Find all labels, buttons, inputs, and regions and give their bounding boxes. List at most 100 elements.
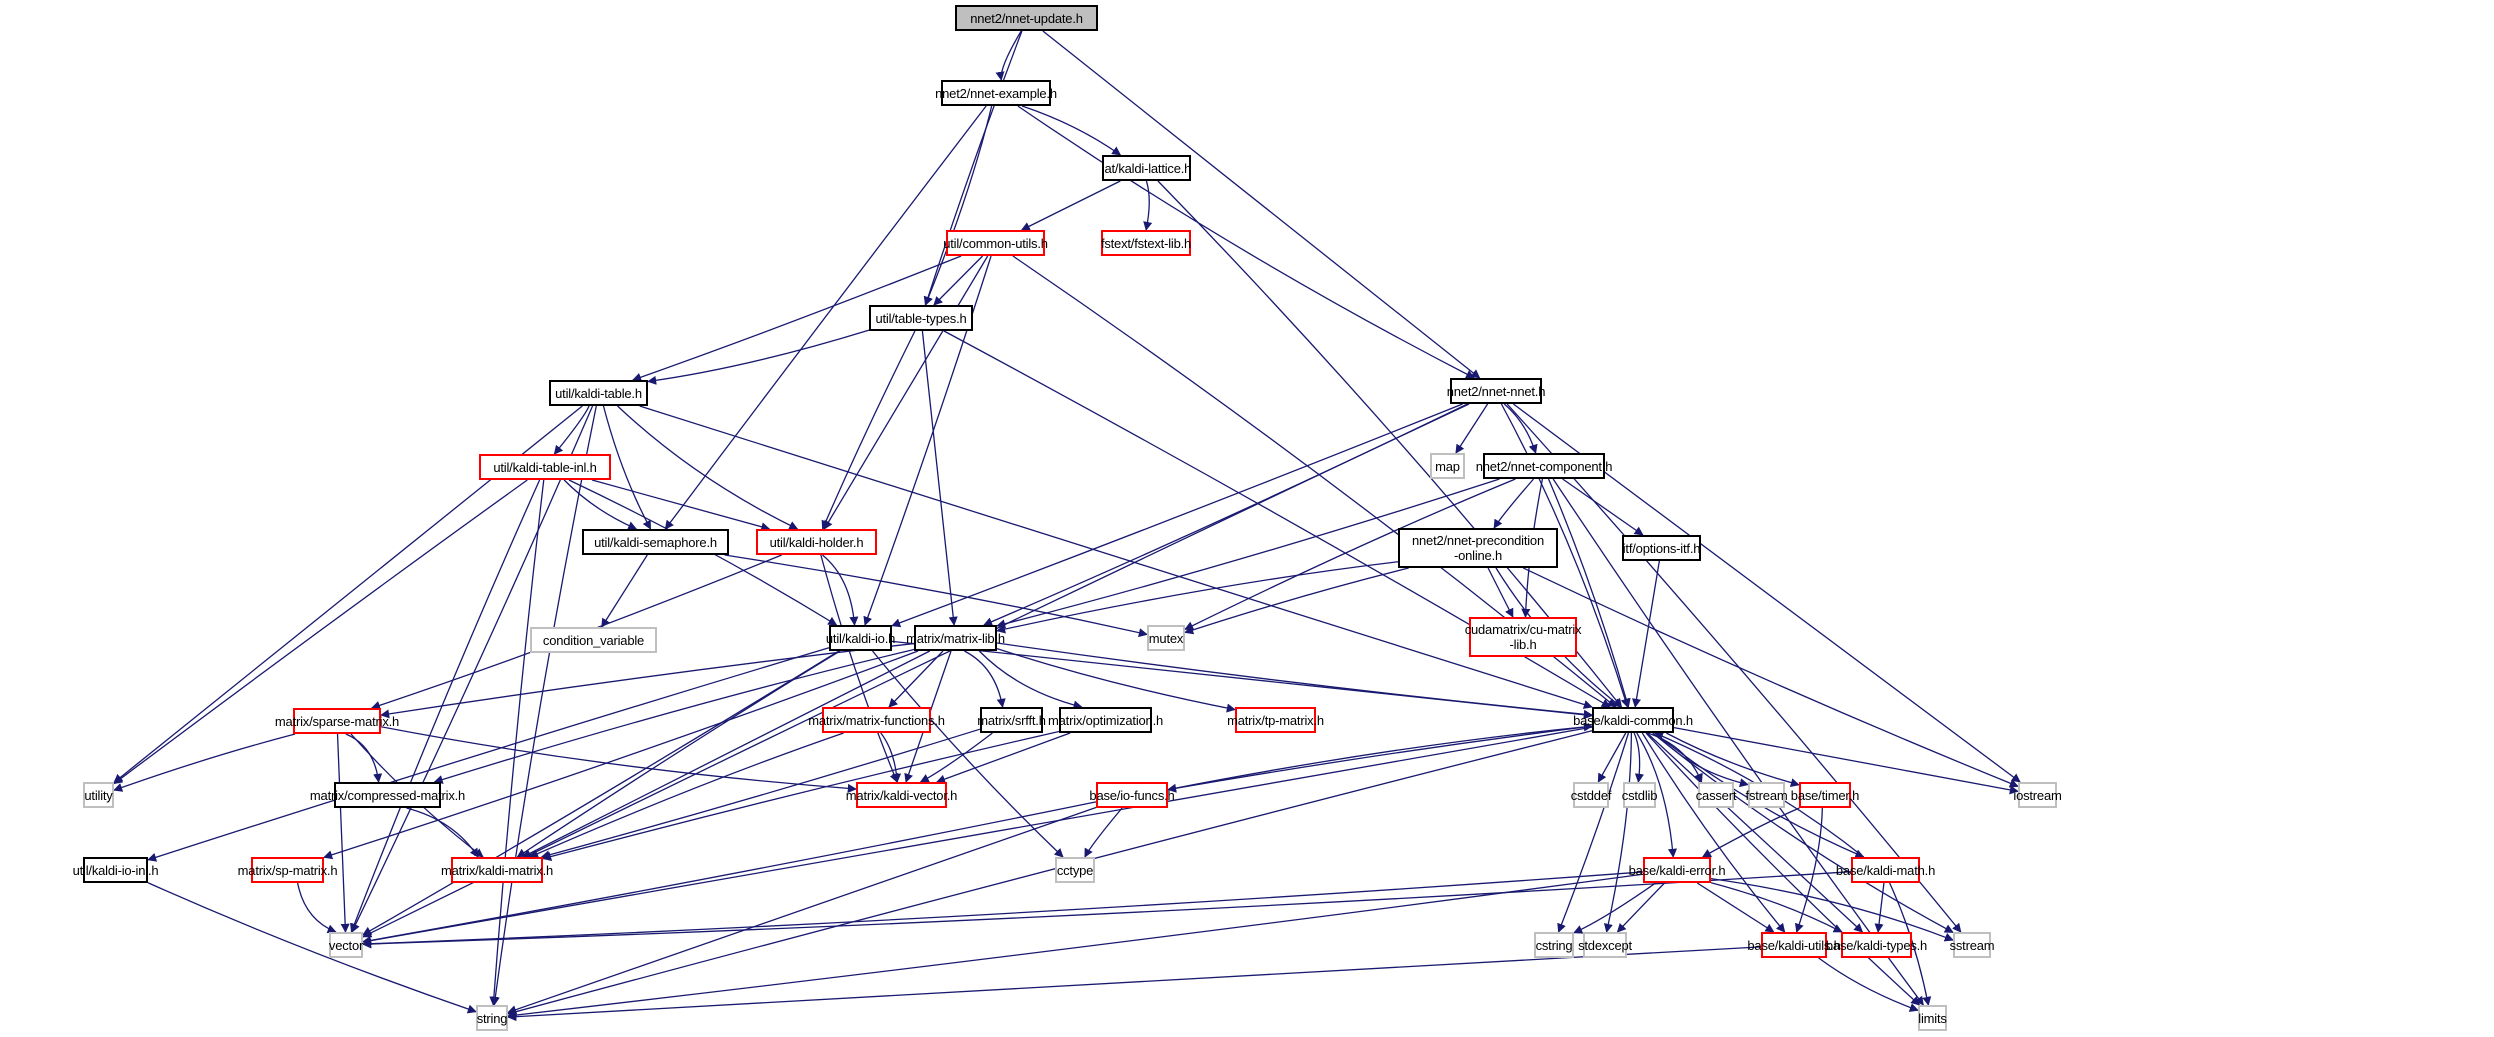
node-cu-matrix-lib[interactable]: cudamatrix/cu-matrix -lib.h — [1465, 617, 1582, 657]
node-cctype: cctype — [1055, 857, 1095, 883]
node-label: matrix/kaldi-vector.h — [845, 787, 958, 803]
node-nnet-component[interactable]: nnet2/nnet-component.h — [1476, 453, 1612, 479]
node-cstddef: cstddef — [1571, 782, 1611, 808]
edge-nnet-nnet-to-nnet-component — [1503, 403, 1538, 454]
node-kaldi-types[interactable]: base/kaldi-types.h — [1826, 932, 1927, 958]
edge-kaldi-table-to-kaldi-holder — [617, 405, 799, 530]
edge-nnet-example-to-nnet-nnet — [1017, 105, 1475, 379]
node-sstream: sstream — [1950, 932, 1995, 958]
edge-nnet-nnet-to-sstream — [1506, 403, 1962, 933]
edge-common-utils-to-kaldi-holder — [823, 255, 989, 530]
node-label: vector — [328, 937, 364, 953]
edge-nnet-example-to-kaldi-lattice — [1021, 105, 1122, 156]
node-kaldi-holder[interactable]: util/kaldi-holder.h — [756, 529, 877, 555]
edge-nnet-component-to-limits — [1552, 478, 1924, 1006]
node-optimization[interactable]: matrix/optimization.h — [1048, 707, 1163, 733]
edge-kaldi-table-to-string — [490, 405, 597, 1006]
node-nnet-example[interactable]: nnet2/nnet-example.h — [935, 80, 1057, 106]
edge-nnet-update-to-nnet-example — [995, 30, 1022, 81]
node-nnet-nnet[interactable]: nnet2/nnet-nnet.h — [1447, 378, 1545, 404]
edge-timer-to-kaldi-error — [1701, 807, 1800, 858]
node-label: fstext/fstext-lib.h — [1100, 235, 1192, 251]
node-label: nnet2/nnet-example.h — [935, 85, 1057, 101]
node-label: matrix/sparse-matrix.h — [274, 713, 400, 729]
node-label: limits — [1918, 1010, 1947, 1026]
node-label: nnet2/nnet-update.h — [970, 10, 1083, 26]
node-kaldi-error[interactable]: base/kaldi-error.h — [1629, 857, 1726, 883]
edge-nnet-precondition-to-matrix-lib — [996, 561, 1399, 634]
node-label: base/kaldi-types.h — [1825, 937, 1928, 953]
node-tp-matrix[interactable]: matrix/tp-matrix.h — [1227, 707, 1324, 733]
node-sp-matrix[interactable]: matrix/sp-matrix.h — [238, 857, 338, 883]
edge-kaldi-common-to-kaldi-utils — [1641, 732, 1786, 933]
node-label: map — [1435, 458, 1460, 474]
node-timer[interactable]: base/timer.h — [1791, 782, 1859, 808]
node-io-funcs[interactable]: base/io-funcs.h — [1089, 782, 1175, 808]
node-nnet-update[interactable]: nnet2/nnet-update.h — [955, 5, 1098, 31]
edge-options-itf-to-kaldi-common — [1632, 560, 1660, 708]
edge-matrix-lib-to-srfft — [964, 650, 1006, 708]
node-table-types[interactable]: util/table-types.h — [869, 305, 973, 331]
node-fstext-lib[interactable]: fstext/fstext-lib.h — [1101, 230, 1191, 256]
edge-matrix-functions-to-kaldi-vector — [880, 732, 902, 783]
node-label: matrix/sp-matrix.h — [237, 862, 338, 878]
node-label: util/kaldi-table.h — [555, 385, 642, 401]
node-common-utils[interactable]: util/common-utils.h — [943, 230, 1048, 256]
edge-kaldi-common-to-stdexcept — [1603, 732, 1633, 933]
edge-kaldi-io-inl-to-string — [147, 882, 477, 1014]
edge-nnet-precondition-to-cu-matrix-lib — [1487, 567, 1514, 618]
node-kaldi-math[interactable]: base/kaldi-math.h — [1836, 857, 1935, 883]
node-kaldi-vector[interactable]: matrix/kaldi-vector.h — [846, 782, 957, 808]
node-label: cstdlib — [1621, 787, 1658, 803]
node-kaldi-semaphore[interactable]: util/kaldi-semaphore.h — [582, 529, 729, 555]
edge-kaldi-lattice-to-common-utils — [1020, 180, 1121, 231]
edge-optimization-to-kaldi-matrix — [542, 730, 1060, 861]
node-kaldi-io-inl[interactable]: util/kaldi-io-inl.h — [73, 857, 159, 883]
edge-timer-to-kaldi-utils — [1794, 807, 1823, 933]
node-label: utility — [84, 787, 113, 803]
edge-optimization-to-kaldi-vector — [936, 732, 1071, 784]
node-condition_variable: condition_variable — [530, 627, 657, 653]
edge-kaldi-math-to-vector — [362, 871, 1852, 949]
node-label: nnet2/nnet-precondition -online.h — [1411, 533, 1544, 563]
edge-matrix-lib-to-kaldi-matrix — [521, 650, 931, 858]
edge-nnet-nnet-to-kaldi-io — [891, 403, 1463, 628]
node-options-itf[interactable]: itf/options-itf.h — [1622, 535, 1701, 561]
edge-kaldi-table-to-kaldi-common — [639, 405, 1593, 709]
edge-matrix-lib-to-matrix-functions — [888, 650, 944, 708]
node-kaldi-table-inl[interactable]: util/kaldi-table-inl.h — [479, 454, 611, 480]
edge-srfft-to-kaldi-vector — [919, 732, 993, 783]
edge-kaldi-error-to-string — [507, 873, 1644, 1020]
node-nnet-precondition[interactable]: nnet2/nnet-precondition -online.h — [1398, 528, 1558, 568]
edge-sparse-matrix-to-kaldi-vector — [380, 726, 857, 793]
node-srfft[interactable]: matrix/srfft.h — [977, 707, 1046, 733]
edge-kaldi-common-to-kaldi-types — [1646, 732, 1864, 933]
edge-kaldi-table-inl-to-kaldi-semaphore — [563, 479, 638, 530]
edge-kaldi-error-to-stdexcept — [1616, 882, 1665, 933]
node-kaldi-lattice[interactable]: lat/kaldi-lattice.h — [1102, 155, 1191, 181]
node-label: base/timer.h — [1790, 787, 1860, 803]
edge-kaldi-common-to-sstream — [1652, 732, 1954, 933]
node-label: util/kaldi-io.h — [825, 630, 896, 646]
node-sparse-matrix[interactable]: matrix/sparse-matrix.h — [275, 708, 399, 734]
edge-nnet-update-to-nnet-nnet — [1042, 30, 1481, 379]
node-cstring: cstring — [1534, 932, 1574, 958]
edge-kaldi-utils-to-string — [507, 946, 1762, 1022]
edge-kaldi-semaphore-to-condition_variable — [601, 554, 648, 628]
edge-kaldi-common-to-io-funcs — [1167, 725, 1593, 793]
node-matrix-lib[interactable]: matrix/matrix-lib.h — [906, 625, 1005, 651]
node-label: util/kaldi-holder.h — [769, 534, 864, 550]
node-kaldi-matrix[interactable]: matrix/kaldi-matrix.h — [441, 857, 553, 883]
edge-matrix-lib-to-sp-matrix — [323, 650, 919, 860]
edge-sparse-matrix-to-utility — [113, 733, 296, 792]
node-label: base/kaldi-math.h — [1835, 862, 1936, 878]
node-label: sstream — [1949, 937, 1995, 953]
node-kaldi-common[interactable]: base/kaldi-common.h — [1573, 707, 1693, 733]
node-kaldi-io[interactable]: util/kaldi-io.h — [825, 625, 896, 651]
node-compressed-matrix[interactable]: matrix/compressed-matrix.h — [310, 782, 465, 808]
node-kaldi-utils[interactable]: base/kaldi-utils.h — [1747, 932, 1841, 958]
node-matrix-functions[interactable]: matrix/matrix-functions.h — [808, 707, 945, 733]
node-string: string — [476, 1005, 508, 1031]
edge-io-funcs-to-string — [507, 806, 1097, 1015]
node-kaldi-table[interactable]: util/kaldi-table.h — [549, 380, 648, 406]
